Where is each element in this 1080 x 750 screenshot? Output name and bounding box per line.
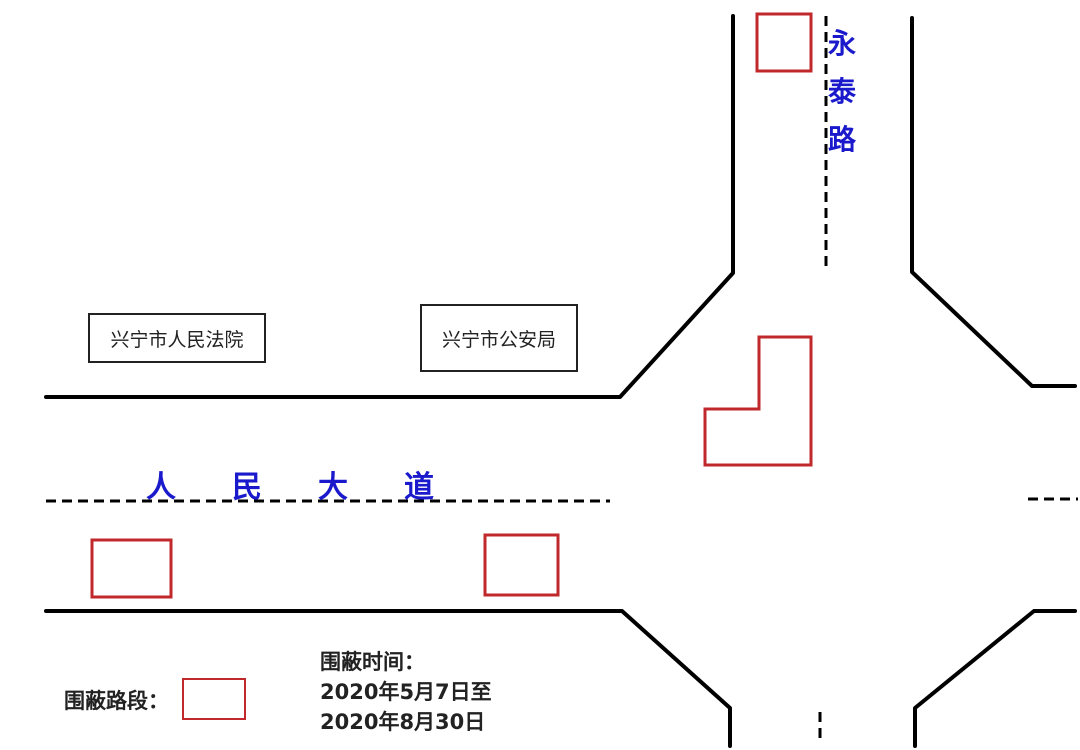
closure-box-side-road: [755, 12, 813, 73]
legend-closure-swatch: [182, 678, 246, 720]
closure-box-middle: [483, 533, 560, 597]
side-road-name-char-3: 路: [828, 123, 857, 156]
closure-box-intersection: [703, 335, 813, 467]
legend-label: 围蔽路段：: [64, 689, 169, 713]
court-building-label: 兴宁市人民法院: [88, 313, 266, 363]
main-road-name-char-1: 人: [146, 470, 176, 505]
closure-time-title: 围蔽时间：: [320, 650, 425, 674]
main-road-name-char-3: 大: [318, 470, 348, 505]
main-road-name-char-4: 道: [404, 470, 434, 505]
police-building-label: 兴宁市公安局: [420, 304, 578, 372]
main-road-top-edge: [44, 14, 735, 399]
closure-time-start: 2020年5月7日至: [320, 680, 492, 704]
side-road-right-edge: [910, 16, 1077, 388]
closure-box-left: [90, 538, 173, 599]
main-road-bottom-edge: [44, 609, 732, 748]
lower-right-edge: [913, 609, 1077, 748]
side-road-name-char-1: 永: [828, 27, 857, 60]
main-road-name-char-2: 民: [232, 470, 262, 505]
closure-time-end: 2020年8月30日: [320, 710, 486, 734]
side-road-name-char-2: 泰: [828, 75, 857, 108]
